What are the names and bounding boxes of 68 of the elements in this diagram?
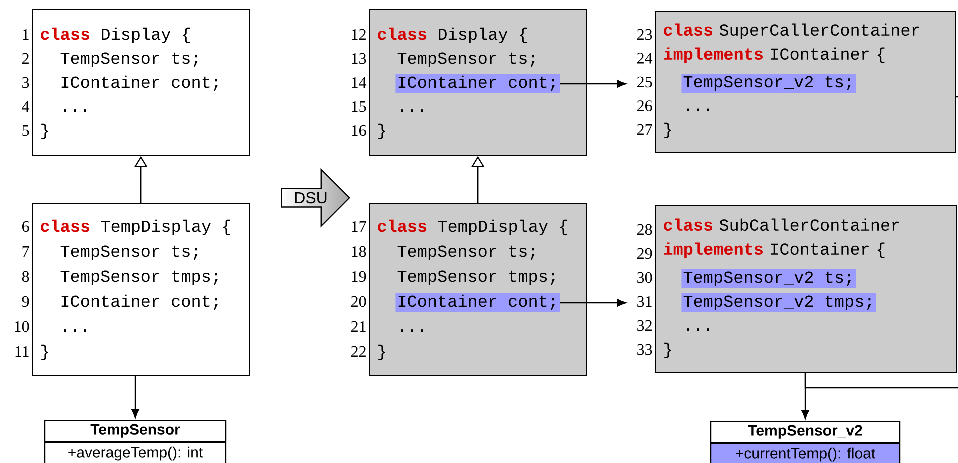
code-line: class TempDisplay { — [378, 220, 568, 236]
code-line: class SubCallerContainer implements IContainer { — [664, 218, 900, 258]
line-number: 20 — [352, 296, 366, 308]
arrow — [560, 80, 626, 88]
class-header: TempSensor — [44, 420, 227, 442]
code-line: } — [42, 124, 48, 140]
line-number: 19 — [352, 271, 366, 282]
line-number: 26 — [638, 100, 652, 112]
line-number: 18 — [352, 246, 366, 258]
line-number: 7 — [22, 246, 30, 257]
arrow — [560, 299, 626, 308]
code-line: TempSensor ts; — [398, 52, 535, 68]
line-number: 4 — [22, 101, 30, 112]
code-line: } — [42, 344, 48, 360]
line-number: 16 — [352, 125, 366, 136]
line-number: 10 — [15, 321, 30, 332]
connector-line — [804, 373, 958, 389]
line-number: 17 — [352, 221, 366, 232]
code-line: class TempDisplay { — [41, 220, 230, 236]
connector-line — [956, 96, 958, 98]
code-line: class SuperCallerContainer implements IContainer { — [664, 24, 920, 64]
line-number: 33 — [638, 344, 652, 356]
method-row: +currentTemp(): float — [710, 443, 901, 463]
code-line: TempSensor ts; — [60, 246, 198, 260]
line-number: 12 — [352, 29, 366, 40]
code-line: class Display { — [378, 28, 528, 44]
line-number: 28 — [638, 224, 652, 236]
line-number: 29 — [638, 248, 652, 260]
code-line: ... — [401, 110, 424, 112]
code-line: } — [664, 342, 672, 358]
line-number: 27 — [638, 124, 652, 135]
code-line: ... — [687, 108, 710, 112]
code-line: } — [378, 124, 386, 140]
code-line: ... — [687, 328, 710, 331]
code-line: TempSensor ts; — [398, 246, 535, 260]
line-number: 1 — [23, 29, 29, 40]
line-number: 6 — [22, 221, 30, 232]
line-number: 5 — [22, 126, 30, 136]
code-line: TempSensor tmps; — [60, 270, 218, 286]
code-line: IContainer cont; — [62, 76, 218, 91]
line-number: 21 — [352, 321, 366, 332]
line-number: 15 — [352, 101, 366, 112]
line-number: 32 — [638, 320, 652, 332]
line-number: 11 — [16, 346, 29, 357]
code-line: ... — [401, 330, 424, 332]
line-number: 30 — [638, 272, 652, 284]
line-number: 31 — [638, 296, 652, 308]
line-number: 23 — [638, 29, 652, 40]
code-line: } — [664, 122, 672, 138]
code-line: } — [378, 344, 386, 360]
code-line: TempSensor ts; — [60, 52, 198, 68]
arrow — [132, 376, 140, 418]
class-header: TempSensor_v2 — [710, 421, 901, 444]
line-number: 13 — [352, 53, 366, 64]
line-number: 24 — [638, 53, 653, 64]
line-number: 2 — [22, 53, 29, 64]
line-number: 14 — [352, 77, 367, 88]
line-number: 9 — [22, 296, 30, 308]
code-line: class Display { — [41, 28, 190, 44]
line-number: 8 — [22, 271, 30, 282]
line-number: 22 — [352, 346, 366, 357]
method-row: +averageTemp(): int — [44, 442, 227, 463]
code-line: ... — [64, 330, 86, 332]
line-number: 25 — [638, 76, 652, 88]
line-number: 3 — [22, 77, 30, 88]
code-line: TempSensor tmps; — [398, 270, 555, 286]
code-line: IContainer cont; — [62, 294, 218, 310]
code-line: ... — [64, 110, 86, 112]
